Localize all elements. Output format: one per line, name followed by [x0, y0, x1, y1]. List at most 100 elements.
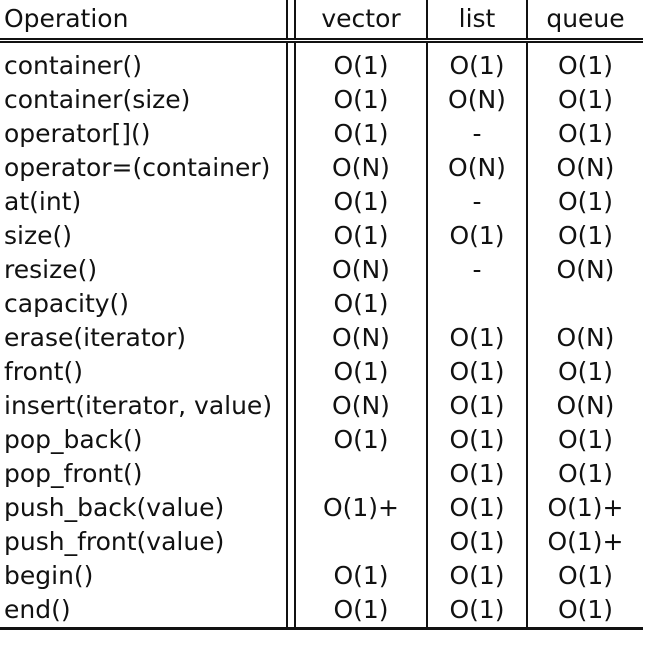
row-divider — [286, 355, 296, 389]
table-row: operator[]() O(1) - O(1) — [0, 117, 643, 151]
row-operation: push_back(value) — [4, 493, 225, 522]
row-list: O(1) — [427, 40, 528, 83]
row-divider — [286, 525, 296, 559]
table-row: end() O(1) O(1) O(1) — [0, 593, 643, 629]
row-divider — [286, 559, 296, 593]
row-operation: size() — [4, 221, 72, 250]
table-row: resize() O(N) - O(N) — [0, 253, 643, 287]
table-row: operator=(container) O(N) O(N) O(N) — [0, 151, 643, 185]
row-operation: push_front(value) — [4, 527, 225, 556]
header-list: list — [427, 0, 528, 41]
header-row: Operation vector list queue — [0, 0, 643, 41]
row-operation: end() — [4, 595, 71, 624]
row-vector: O(1) — [295, 287, 428, 321]
row-divider — [286, 287, 296, 321]
row-queue: O(1) — [557, 51, 614, 80]
row-vector: O(1) — [295, 219, 428, 253]
row-list: O(1) — [427, 423, 528, 457]
complexity-table: Operation vector list queue container() … — [0, 0, 643, 629]
row-queue: O(1) — [557, 425, 614, 454]
row-operation: capacity() — [4, 289, 130, 318]
table-row: push_back(value) O(1)+ O(1) O(1)+ — [0, 491, 643, 525]
row-vector: O(1) — [295, 355, 428, 389]
row-list: O(1) — [427, 219, 528, 253]
row-divider — [286, 423, 296, 457]
row-operation: pop_front() — [4, 459, 143, 488]
row-vector: O(1) — [295, 185, 428, 219]
row-queue: O(1) — [557, 119, 614, 148]
header-vector: vector — [295, 0, 428, 41]
row-list — [427, 287, 528, 321]
row-operation: insert(iterator, value) — [4, 391, 273, 420]
row-divider — [286, 253, 296, 287]
header-queue: queue — [546, 4, 625, 33]
row-list: O(1) — [427, 593, 528, 629]
table-row: pop_back() O(1) O(1) O(1) — [0, 423, 643, 457]
header-operation: Operation — [4, 4, 129, 33]
row-divider — [286, 40, 296, 83]
row-queue: O(1) — [557, 221, 614, 250]
row-queue: O(1) — [557, 187, 614, 216]
table-body: container() O(1) O(1) O(1) container(siz… — [0, 40, 643, 629]
row-queue: O(N) — [556, 153, 615, 182]
row-list: O(1) — [427, 355, 528, 389]
row-operation: operator=(container) — [4, 153, 271, 182]
table-row: container(size) O(1) O(N) O(1) — [0, 83, 643, 117]
row-queue: O(N) — [556, 255, 615, 284]
row-operation: begin() — [4, 561, 94, 590]
table-row: size() O(1) O(1) O(1) — [0, 219, 643, 253]
row-vector: O(N) — [295, 253, 428, 287]
row-vector: O(N) — [295, 151, 428, 185]
table-row: pop_front() O(1) O(1) — [0, 457, 643, 491]
table-header: Operation vector list queue — [0, 0, 643, 41]
table-row: push_front(value) O(1) O(1)+ — [0, 525, 643, 559]
row-list: O(1) — [427, 559, 528, 593]
row-queue: O(1)+ — [547, 527, 624, 556]
row-operation: resize() — [4, 255, 98, 284]
row-vector — [295, 457, 428, 491]
row-list: O(1) — [427, 389, 528, 423]
row-list: O(N) — [427, 151, 528, 185]
row-queue: O(1) — [557, 595, 614, 624]
row-operation: pop_back() — [4, 425, 143, 454]
row-divider — [286, 389, 296, 423]
row-list: O(N) — [427, 83, 528, 117]
row-list: O(1) — [427, 491, 528, 525]
row-divider — [286, 219, 296, 253]
row-divider — [286, 185, 296, 219]
row-divider — [286, 117, 296, 151]
row-operation: operator[]() — [4, 119, 151, 148]
row-divider — [286, 83, 296, 117]
row-list: - — [427, 185, 528, 219]
row-vector: O(1) — [295, 593, 428, 629]
table-row: container() O(1) O(1) O(1) — [0, 40, 643, 83]
row-list: - — [427, 117, 528, 151]
row-vector: O(N) — [295, 321, 428, 355]
table-row: front() O(1) O(1) O(1) — [0, 355, 643, 389]
row-queue: O(1) — [557, 357, 614, 386]
row-operation: front() — [4, 357, 83, 386]
row-operation: at(int) — [4, 187, 82, 216]
row-vector: O(1) — [295, 117, 428, 151]
header-divider — [286, 0, 296, 41]
row-queue: O(1) — [557, 561, 614, 590]
row-list: O(1) — [427, 457, 528, 491]
row-divider — [286, 491, 296, 525]
row-queue: O(1) — [557, 85, 614, 114]
row-operation: erase(iterator) — [4, 323, 186, 352]
row-vector: O(1) — [295, 423, 428, 457]
row-queue: O(1)+ — [547, 493, 624, 522]
row-divider — [286, 593, 296, 629]
table-row: capacity() O(1) — [0, 287, 643, 321]
row-list: O(1) — [427, 321, 528, 355]
row-vector: O(1) — [295, 40, 428, 83]
row-queue: O(N) — [556, 323, 615, 352]
table-row: begin() O(1) O(1) O(1) — [0, 559, 643, 593]
row-operation: container() — [4, 51, 142, 80]
row-divider — [286, 151, 296, 185]
table-row: erase(iterator) O(N) O(1) O(N) — [0, 321, 643, 355]
table-row: insert(iterator, value) O(N) O(1) O(N) — [0, 389, 643, 423]
row-divider — [286, 457, 296, 491]
row-vector: O(N) — [295, 389, 428, 423]
row-queue: O(N) — [556, 391, 615, 420]
